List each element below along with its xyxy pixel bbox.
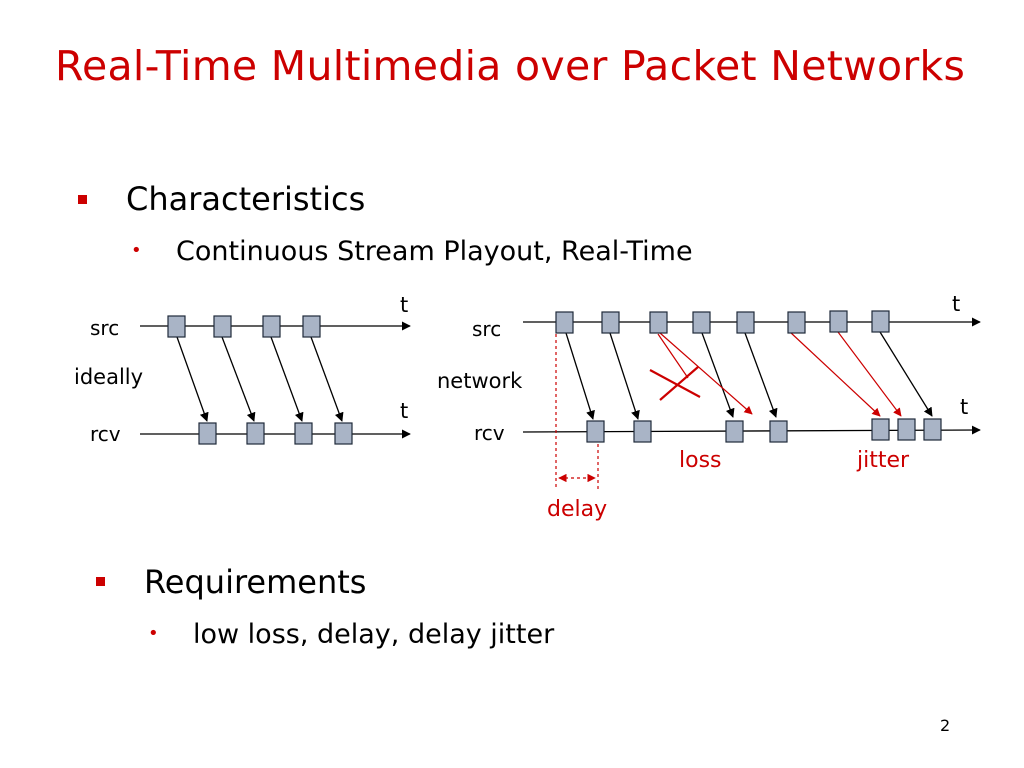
time-axis-label: t — [400, 293, 408, 317]
bullet-dot-icon: • — [131, 240, 142, 261]
loss-x-icon — [649, 366, 701, 401]
rcv-packet — [725, 420, 744, 443]
src-packet — [871, 310, 890, 333]
jitter-arrow — [837, 331, 902, 417]
loss-label: loss — [679, 448, 722, 473]
src-label: src — [472, 317, 501, 341]
transmission-arrow — [270, 336, 304, 422]
lost-packet-arrow — [657, 333, 689, 379]
rcv-packet — [294, 422, 313, 445]
src-packet — [167, 315, 186, 338]
rcv-packet — [198, 422, 217, 445]
transmission-arrow — [565, 332, 595, 420]
requirements-item: low loss, delay, delay jitter — [193, 619, 555, 650]
src-packet — [829, 310, 848, 333]
src-packet — [213, 315, 232, 338]
delay-label: delay — [547, 497, 607, 522]
rcv-packet — [769, 420, 788, 443]
transmission-arrow — [221, 336, 256, 422]
bullet-square-icon — [96, 577, 105, 586]
src-packet — [787, 311, 806, 334]
transmission-arrow — [609, 332, 640, 420]
delayed-packet-arrow — [659, 332, 753, 415]
rcv-packet — [246, 422, 265, 445]
network-diagram: src network rcv t t loss jitter delay — [437, 292, 981, 522]
jitter-arrow — [789, 331, 881, 417]
jitter-label: jitter — [856, 448, 910, 473]
rcv-packet — [334, 422, 353, 445]
rcv-label: rcv — [474, 421, 505, 445]
src-packet — [736, 311, 755, 334]
src-packet — [302, 315, 321, 338]
time-axis-label: t — [952, 292, 960, 316]
transmission-arrow — [744, 332, 778, 418]
network-label: network — [437, 369, 523, 393]
section-heading-requirements: Requirements — [144, 563, 367, 601]
ideal-diagram: src ideally rcv t t — [74, 293, 411, 446]
characteristics-item: Continuous Stream Playout, Real-Time — [176, 236, 693, 267]
ideally-label: ideally — [74, 365, 143, 389]
src-packet — [601, 311, 620, 334]
time-axis-label: t — [400, 399, 408, 423]
rcv-packet — [923, 418, 942, 441]
src-packet — [555, 311, 574, 334]
rcv-packet — [633, 420, 652, 443]
src-label: src — [90, 316, 119, 340]
rcv-label: rcv — [90, 422, 121, 446]
rcv-packet — [586, 420, 605, 443]
transmission-arrow — [701, 332, 735, 418]
time-axis-label: t — [960, 395, 968, 419]
src-packet — [649, 311, 668, 334]
rcv-packet — [871, 418, 890, 441]
section-heading-characteristics: Characteristics — [126, 180, 366, 218]
src-packet — [692, 311, 711, 334]
rcv-packet — [897, 418, 916, 441]
slide-title: Real-Time Multimedia over Packet Network… — [55, 42, 966, 90]
bullet-dot-icon: • — [148, 623, 159, 644]
transmission-arrow — [310, 336, 344, 422]
transmission-arrow — [879, 331, 933, 417]
bullet-square-icon — [78, 195, 87, 204]
src-packet — [262, 315, 281, 338]
transmission-arrow — [176, 336, 209, 422]
page-number: 2 — [940, 716, 951, 735]
delay-indicator — [555, 334, 599, 490]
